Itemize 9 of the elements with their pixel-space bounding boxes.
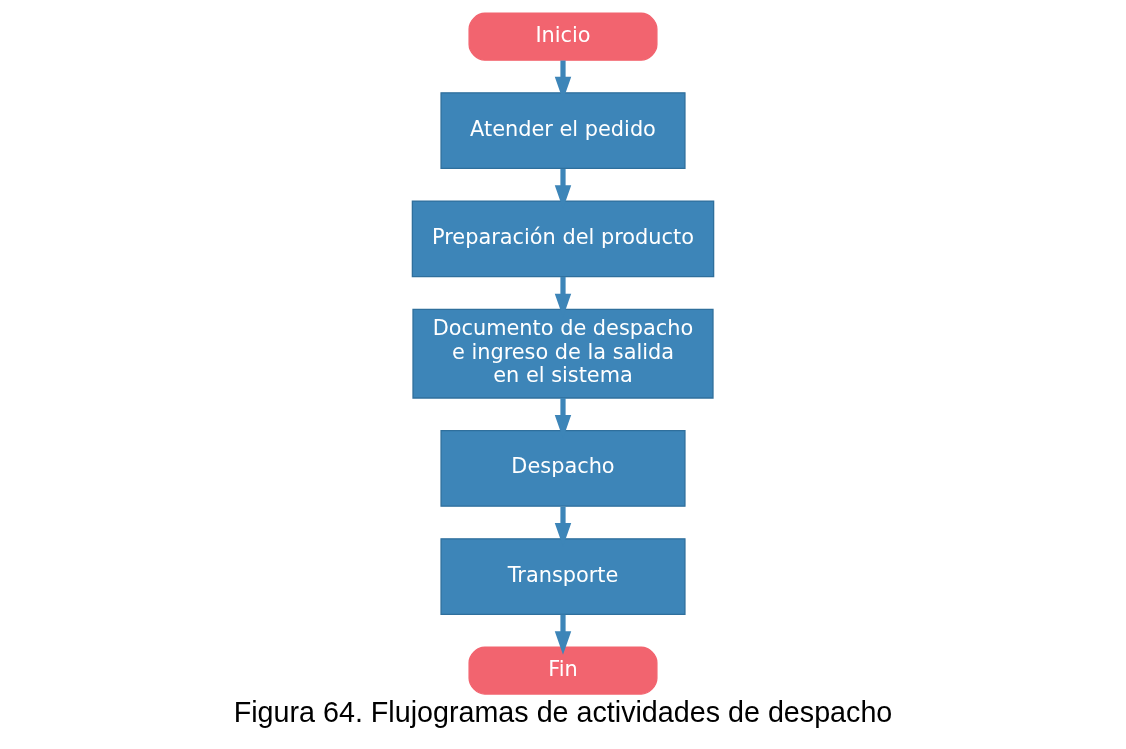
- node-box: Transporte: [440, 538, 686, 616]
- node-box: Despacho: [440, 429, 686, 507]
- node-box: Atender el pedido: [440, 92, 686, 170]
- node-box: Preparación del producto: [411, 200, 715, 278]
- node-box: Documento de despacho e ingreso de la salida en el sistema: [412, 308, 714, 399]
- node-box: Fin: [468, 646, 658, 695]
- caption: Figura 64. Flujogramas de actividades de despacho: [233, 696, 893, 729]
- node-box: Inicio: [468, 12, 658, 61]
- arrow: [554, 614, 572, 655]
